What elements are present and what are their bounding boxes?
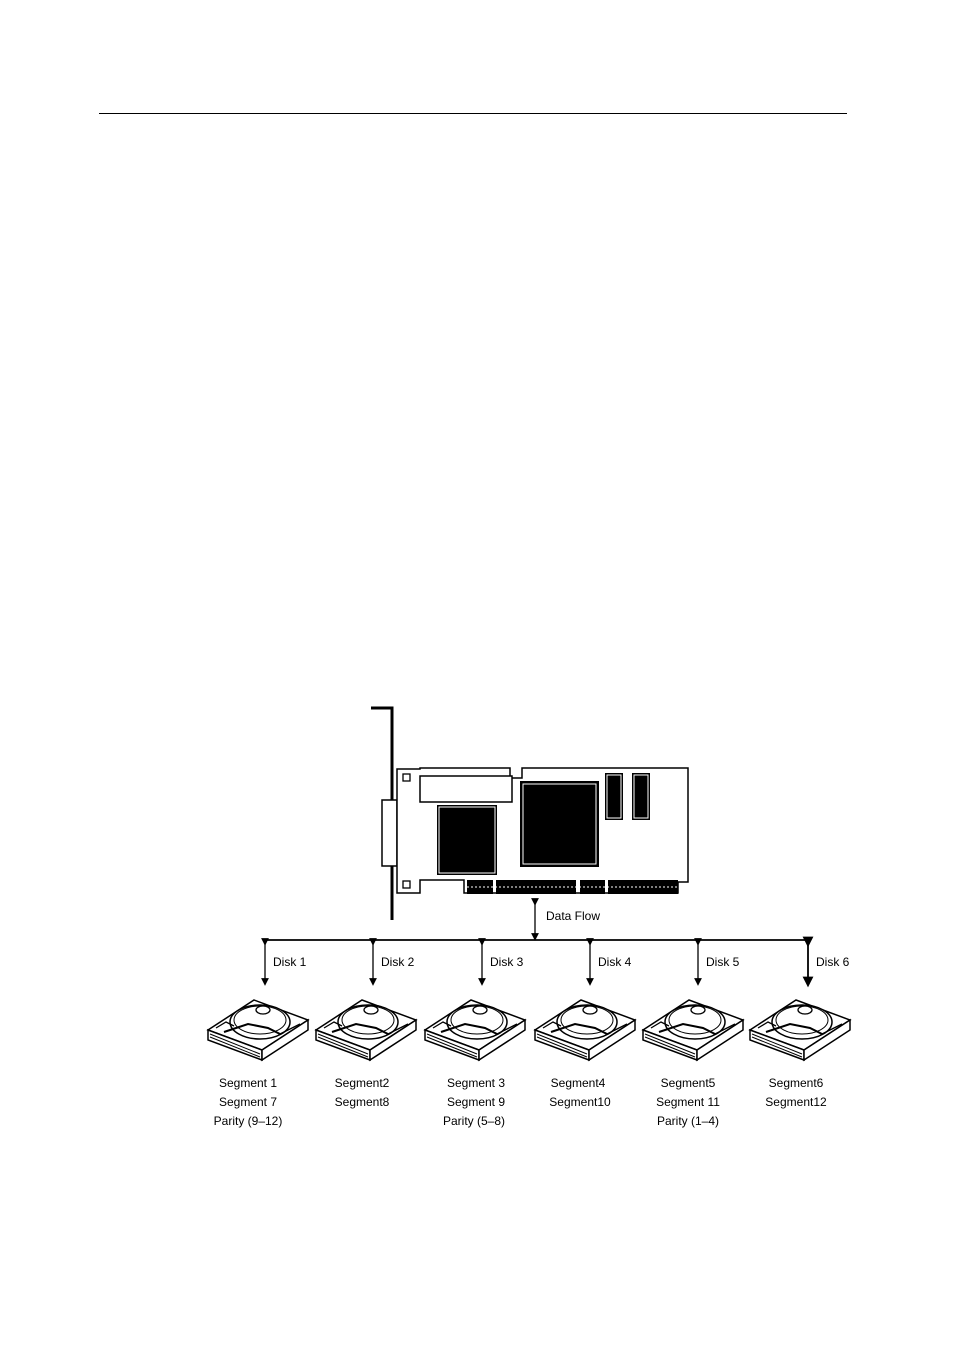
disk-content: Segment 9 [447,1095,505,1109]
disk-label: Disk 4 [598,955,632,969]
disk-content: Segment 3 [447,1076,505,1090]
disk-content: Segment8 [335,1095,390,1109]
disk-content: Parity (5–8) [443,1114,505,1128]
disk-content: Segment12 [765,1095,827,1109]
hard-disk-icon [315,999,417,1061]
disk-4: Disk 4 Segment4 Segment10 [534,938,636,1109]
disk-3: Disk 3 Segment 3 Segment 9 Parity (5–8) [424,938,526,1128]
hard-disk-icon [749,999,851,1061]
hard-disk-icon [642,999,744,1061]
disk-content: Parity (1–4) [657,1114,719,1128]
disk-content: Parity (9–12) [214,1114,283,1128]
disk-label: Disk 3 [490,955,524,969]
data-flow-label: Data Flow [546,909,600,923]
disk-content: Segment2 [335,1076,390,1090]
disk-content: Segment 1 [219,1076,277,1090]
disk-content: Segment 11 [656,1095,720,1109]
disk-2: Disk 2 Segment2 Segment8 [315,938,417,1109]
disk-1: Disk 1 Segment 1 Segment 7 Parity (9–12) [207,938,309,1128]
disk-content: Segment4 [551,1076,606,1090]
disk-label: Disk 6 [816,955,850,969]
disk-content: Segment 7 [219,1095,277,1109]
top-rule [99,113,847,114]
raid-controller-card [371,706,689,920]
disk-label: Disk 1 [273,955,307,969]
hard-disk-icon [207,999,309,1061]
disk-label: Disk 5 [706,955,740,969]
hard-disk-icon [534,999,636,1061]
disk-5: Disk 5 Segment5 Segment 11 Parity (1–4) [642,938,744,1128]
hard-disk-icon [424,999,526,1061]
disk-label: Disk 2 [381,955,415,969]
disk-6: Disk 6 Segment6 Segment12 [749,936,851,1109]
disk-content: Segment6 [769,1076,824,1090]
disk-content: Segment10 [549,1095,611,1109]
disk-content: Segment5 [661,1076,716,1090]
